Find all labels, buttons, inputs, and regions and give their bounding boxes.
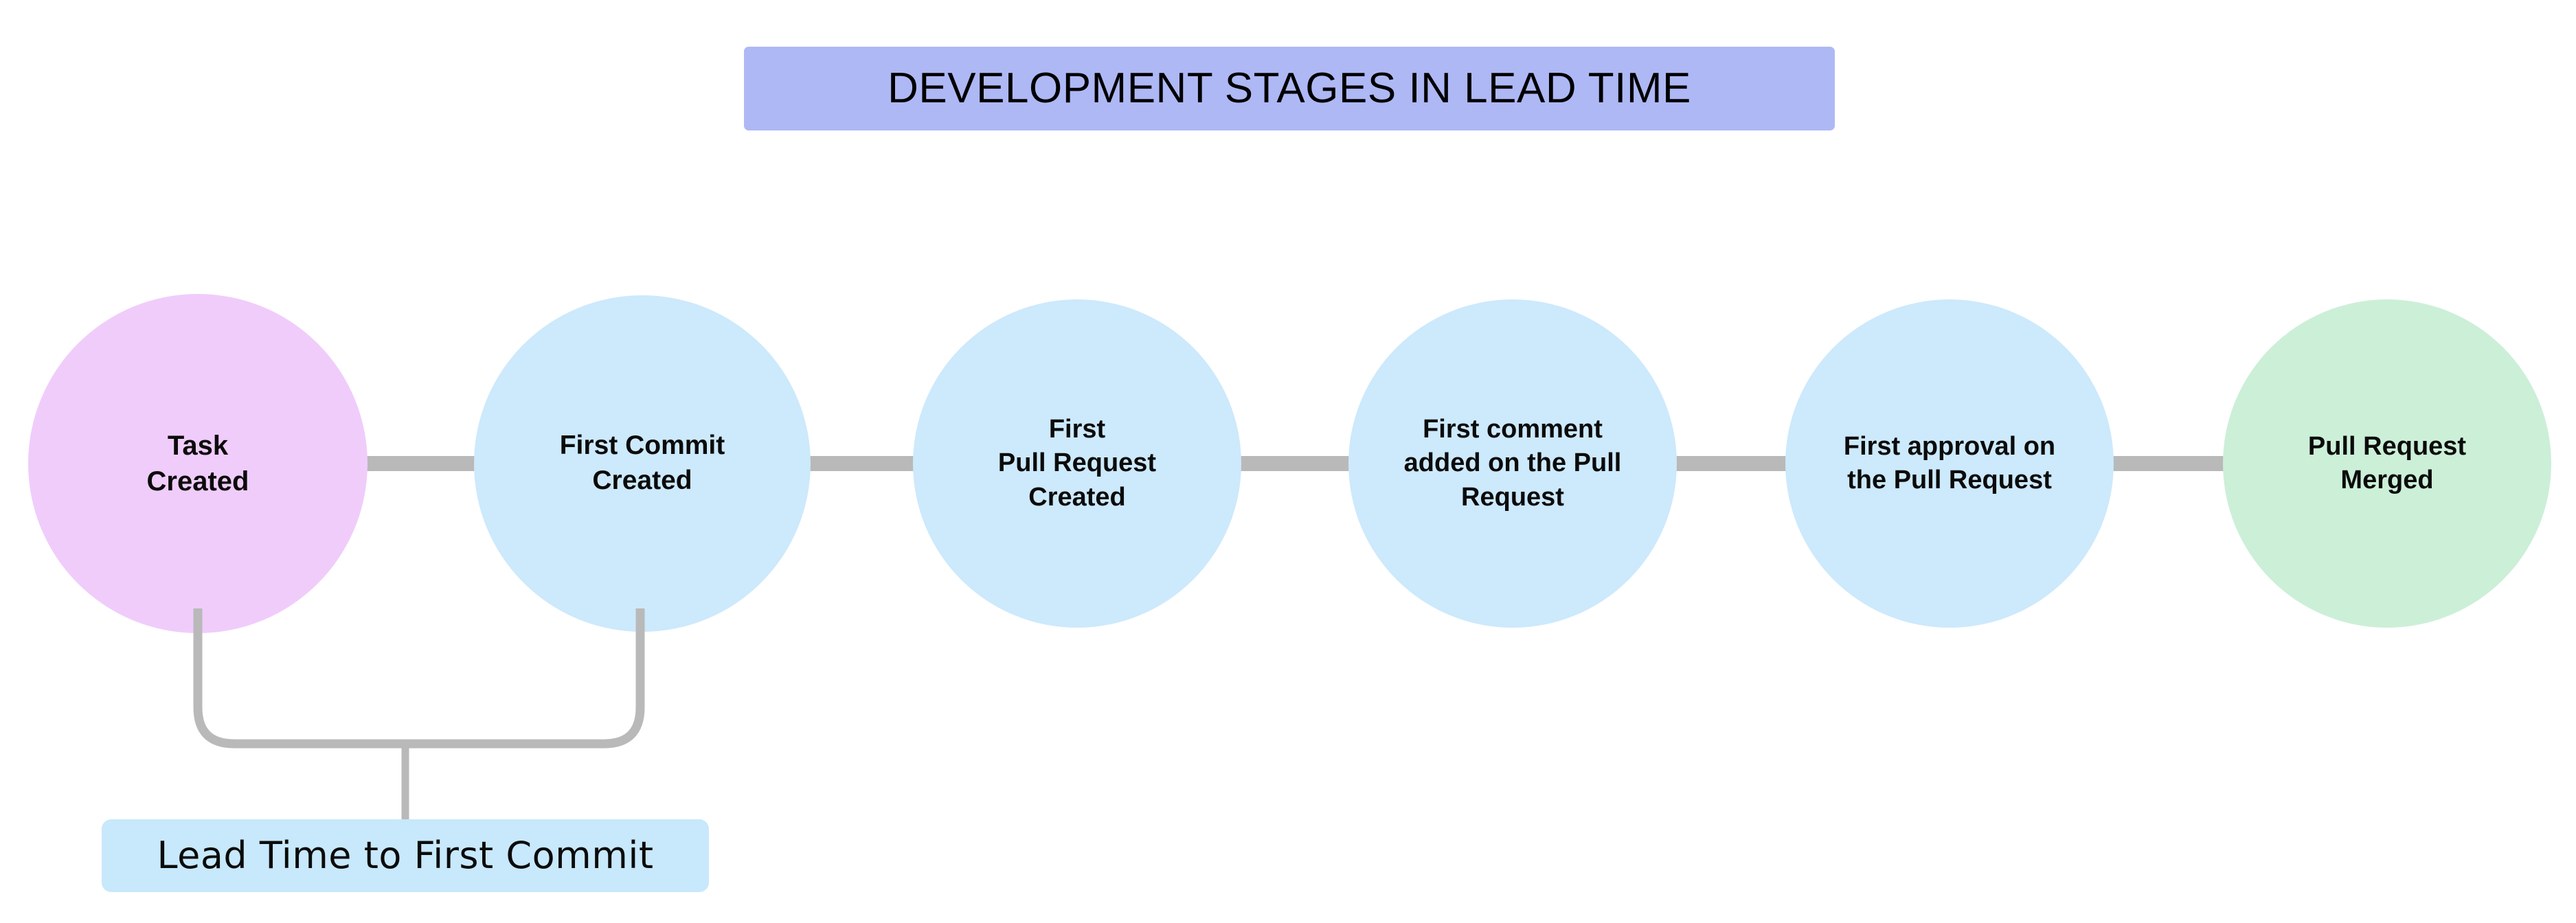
stage-label: Task Created [146, 431, 249, 497]
bracket-path [193, 608, 645, 749]
stage-label: First approval on the Pull Request [1843, 431, 2056, 494]
stage-circle-pull-request-merged[interactable]: Pull Request Merged [2223, 299, 2551, 628]
connector-stage4-stage5 [1671, 456, 1789, 471]
lead-time-bracket [193, 608, 645, 819]
stage-circle-first-comment-added[interactable]: First comment added on the Pull Request [1348, 299, 1677, 628]
stage-circle-first-commit-created[interactable]: First Commit Created [474, 295, 811, 632]
connector-stage1-stage2 [361, 456, 484, 471]
connector-stage5-stage6 [2108, 456, 2226, 471]
lead-time-annotation-label: Lead Time to First Commit [157, 834, 654, 877]
stage-circle-first-approval[interactable]: First approval on the Pull Request [1785, 299, 2114, 628]
stage-circle-first-pull-request-created[interactable]: First Pull Request Created [913, 299, 1241, 628]
diagram-title-banner: DEVELOPMENT STAGES IN LEAD TIME [744, 47, 1835, 130]
stage-label: First Commit Created [559, 431, 725, 495]
lead-time-annotation-box[interactable]: Lead Time to First Commit [102, 819, 709, 892]
stage-label: Pull Request Merged [2307, 431, 2467, 494]
page-title: DEVELOPMENT STAGES IN LEAD TIME [888, 65, 1691, 112]
connector-stage3-stage4 [1235, 456, 1352, 471]
stage-label: First Pull Request Created [997, 414, 1157, 512]
stage-label: First comment added on the Pull Request [1403, 414, 1622, 512]
connector-stage2-stage3 [802, 456, 920, 471]
stage-circle-task-created[interactable]: Task Created [28, 294, 368, 633]
